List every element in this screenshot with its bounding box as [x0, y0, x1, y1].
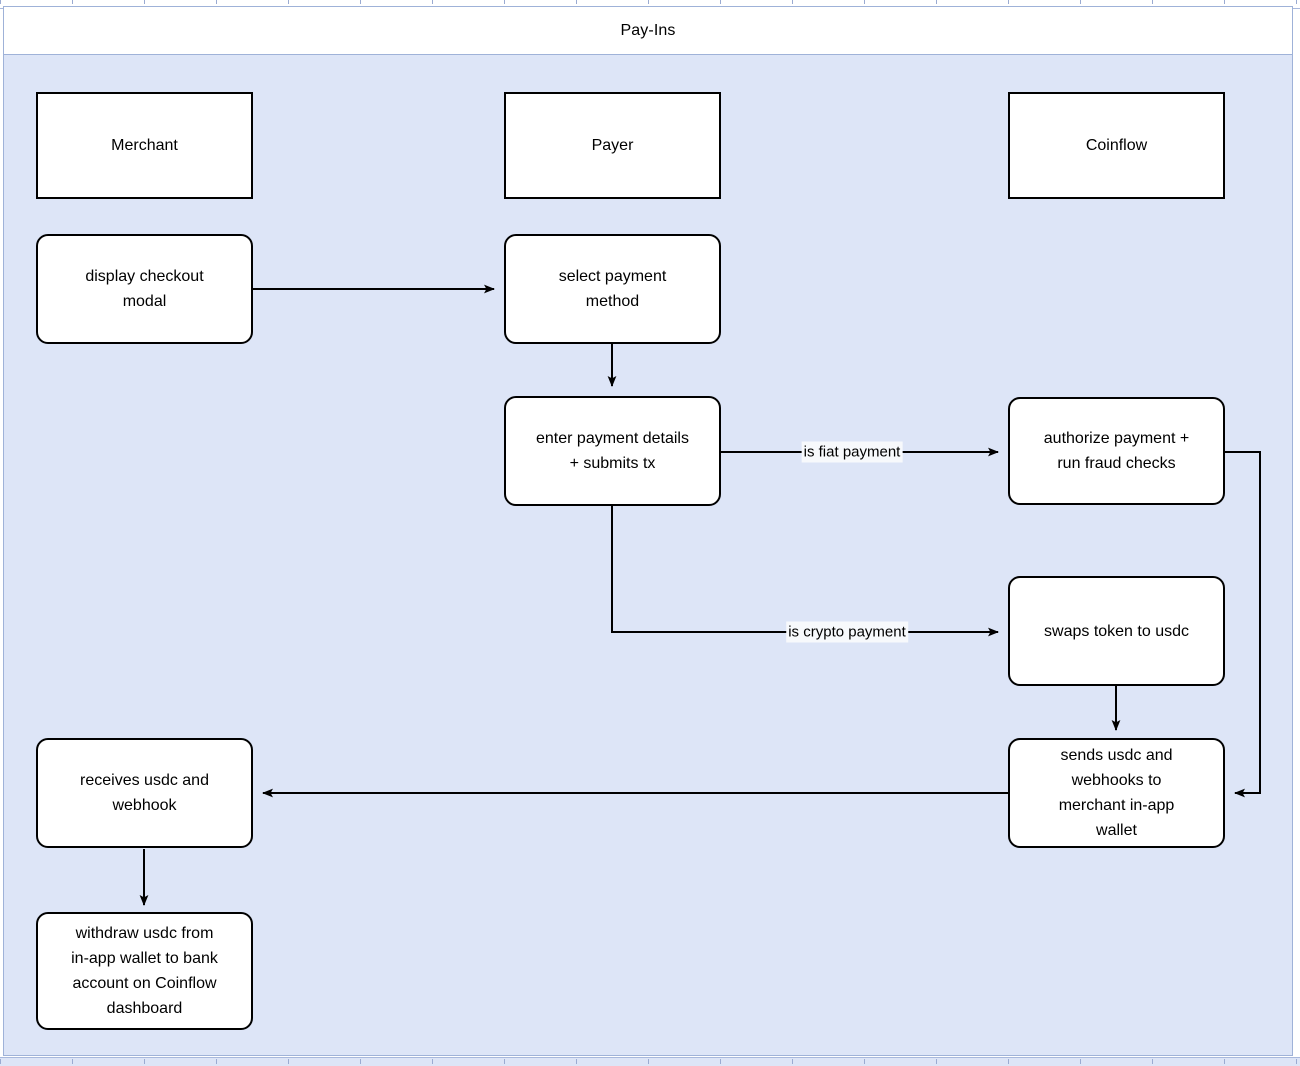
ruler-tick: [936, 1059, 937, 1064]
ruler-tick: [72, 0, 73, 4]
ruler-tick: [1152, 0, 1153, 4]
edge-label-is-crypto-payment: is crypto payment: [786, 621, 908, 643]
ruler-tick: [1224, 1059, 1225, 1064]
ruler-tick: [504, 0, 505, 4]
ruler-tick: [1008, 0, 1009, 4]
actor-coinflow-label: Coinflow: [1085, 136, 1148, 154]
ruler-tick: [936, 0, 937, 4]
ruler-tick: [648, 0, 649, 4]
ruler-tick: [432, 0, 433, 4]
page-title: Pay-Ins: [620, 21, 676, 39]
ruler-tick: [1224, 0, 1225, 4]
ruler-tick: [0, 0, 1, 4]
ruler-tick: [864, 0, 865, 4]
ruler-tick: [0, 1059, 1, 1064]
ruler-tick: [360, 0, 361, 4]
node-enter-payment-details[interactable]: enter payment details + submits tx: [504, 396, 721, 506]
ruler-tick: [792, 0, 793, 4]
ruler-tick: [360, 1059, 361, 1064]
ruler-tick: [576, 1059, 577, 1064]
ruler-tick: [1008, 1059, 1009, 1064]
edge-label-is-fiat-payment: is fiat payment: [801, 441, 903, 463]
node-receives-usdc-webhook[interactable]: receives usdc and webhook: [36, 738, 253, 848]
ruler-tick: [792, 1059, 793, 1064]
node-select-payment-method-label: select payment method: [558, 268, 667, 310]
ruler-tick: [288, 1059, 289, 1064]
ruler-tick: [1152, 1059, 1153, 1064]
ruler-tick: [576, 0, 577, 4]
node-enter-payment-details-label: enter payment details + submits tx: [536, 430, 689, 472]
ruler-tick: [648, 1059, 649, 1064]
bottom-ruler: [0, 1057, 1300, 1066]
actor-payer[interactable]: Payer: [504, 92, 721, 199]
ruler-tick: [720, 0, 721, 4]
node-swaps-token-to-usdc-label: swaps token to usdc: [1044, 622, 1189, 640]
ruler-tick: [144, 0, 145, 4]
ruler-tick: [1080, 1059, 1081, 1064]
actor-coinflow[interactable]: Coinflow: [1008, 92, 1225, 199]
node-sends-usdc-webhooks-label: sends usdc and webhooks to merchant in-a…: [1058, 747, 1175, 839]
node-swaps-token-to-usdc[interactable]: swaps token to usdc: [1008, 576, 1225, 686]
actor-payer-label: Payer: [591, 136, 634, 154]
ruler-tick: [864, 1059, 865, 1064]
actor-merchant[interactable]: Merchant: [36, 92, 253, 199]
ruler-tick: [1296, 0, 1297, 4]
ruler-tick: [720, 1059, 721, 1064]
node-withdraw-usdc-label: withdraw usdc from in-app wallet to bank…: [71, 925, 218, 1017]
actor-merchant-label: Merchant: [111, 136, 178, 154]
node-select-payment-method[interactable]: select payment method: [504, 234, 721, 344]
ruler-tick: [1296, 1059, 1297, 1064]
pool-header: Pay-Ins: [4, 7, 1292, 55]
ruler-tick: [216, 1059, 217, 1064]
ruler-tick: [72, 1059, 73, 1064]
node-authorize-payment[interactable]: authorize payment + run fraud checks: [1008, 397, 1225, 505]
node-withdraw-usdc[interactable]: withdraw usdc from in-app wallet to bank…: [36, 912, 253, 1030]
ruler-tick: [216, 0, 217, 4]
ruler-tick: [432, 1059, 433, 1064]
node-display-checkout-modal[interactable]: display checkout modal: [36, 234, 253, 344]
node-authorize-payment-label: authorize payment + run fraud checks: [1043, 430, 1190, 472]
ruler-tick: [1080, 0, 1081, 4]
ruler-tick: [504, 1059, 505, 1064]
ruler-tick: [144, 1059, 145, 1064]
node-receives-usdc-webhook-label: receives usdc and webhook: [80, 772, 209, 814]
node-display-checkout-modal-label: display checkout modal: [85, 268, 204, 310]
ruler-tick: [288, 0, 289, 4]
node-sends-usdc-webhooks[interactable]: sends usdc and webhooks to merchant in-a…: [1008, 738, 1225, 848]
